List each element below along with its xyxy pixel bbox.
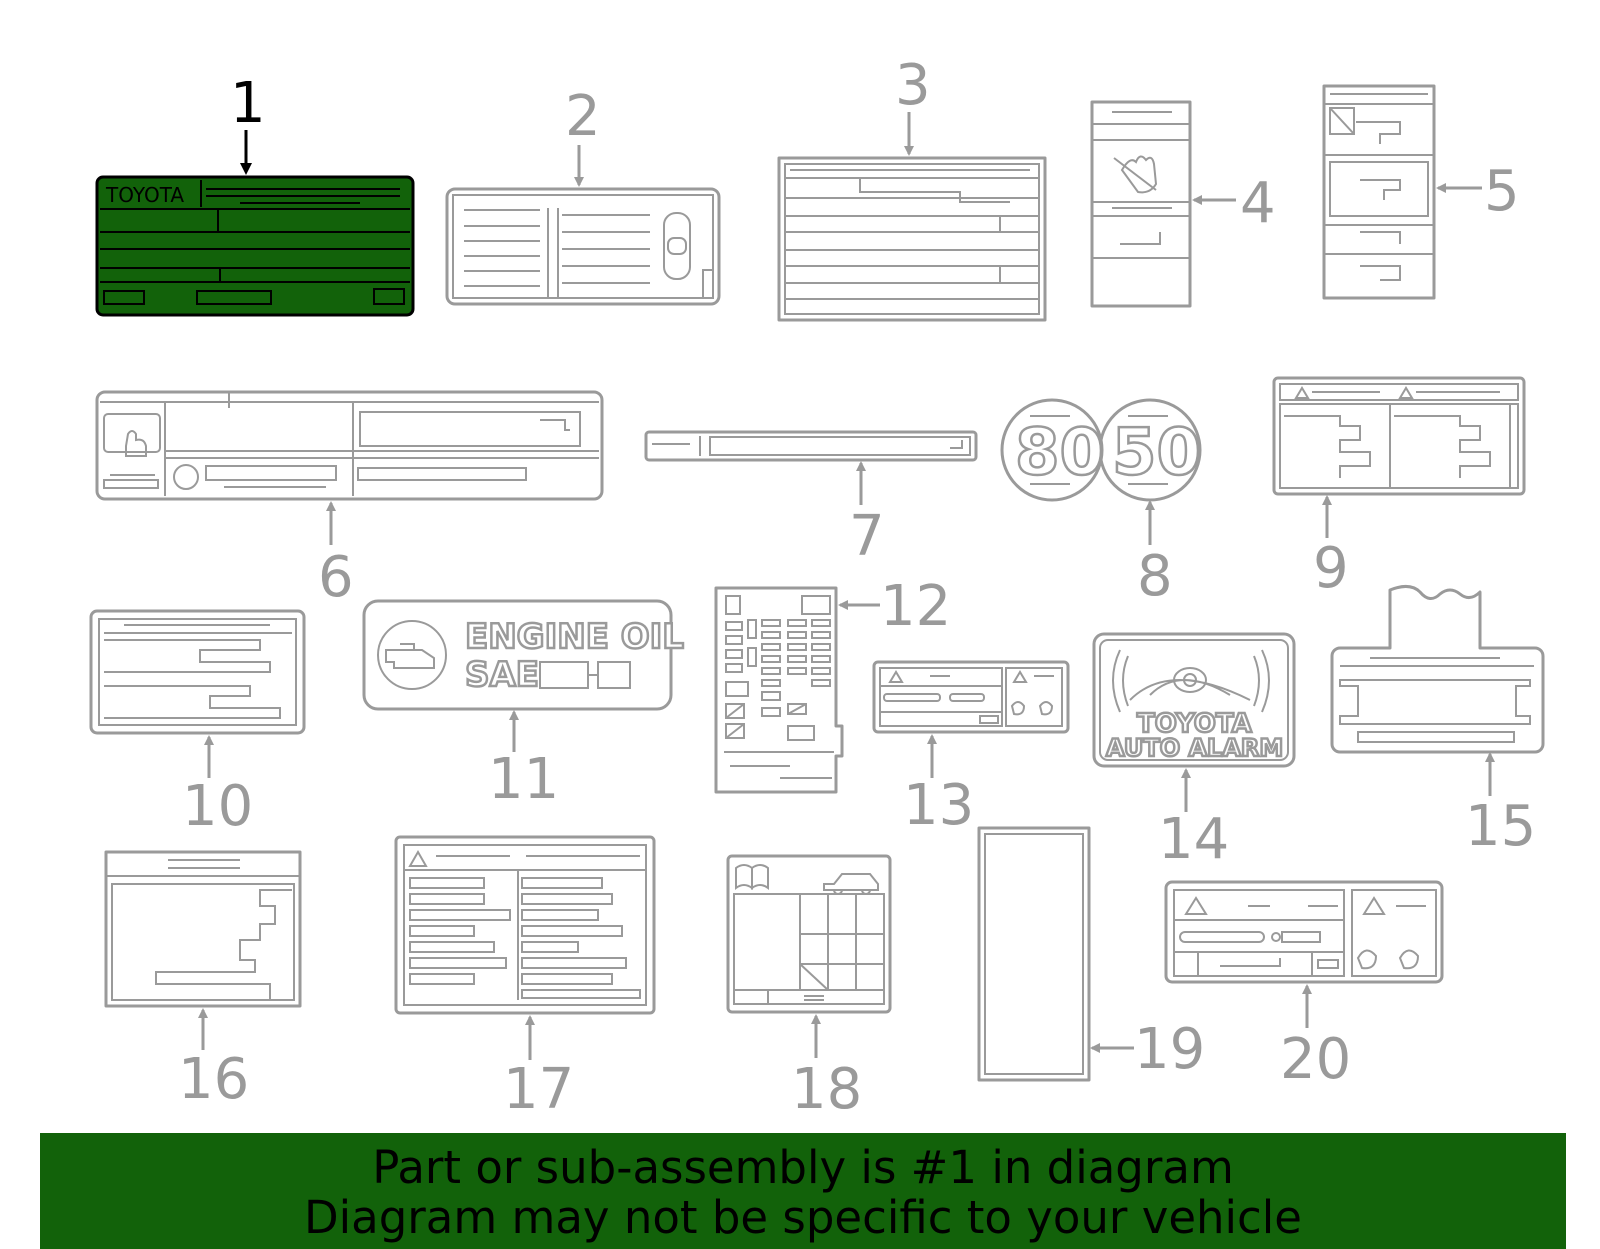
callout-6[interactable]: 6 [318,545,354,610]
car-icon [1129,679,1251,701]
oil-can-icon [385,643,435,669]
banner-line-2: Diagram may not be specific to your vehi… [304,1191,1302,1244]
label-part-1[interactable]: TOYOTA [95,175,415,317]
label-part-18[interactable] [726,854,892,1014]
label-part-4[interactable] [1090,100,1192,308]
callout-14[interactable]: 14 [1158,807,1229,872]
callout-11[interactable]: 11 [488,747,559,812]
callout-19[interactable]: 19 [1134,1017,1205,1082]
callout-18[interactable]: 18 [791,1057,862,1122]
callout-5[interactable]: 5 [1484,159,1520,224]
label-part-15[interactable] [1330,585,1545,754]
label-part-2[interactable] [445,187,721,306]
hand-icon [1120,155,1158,194]
engine-oil-text: ENGINE OIL [465,617,684,657]
auto-alarm-text: AUTO ALARM [1106,734,1283,762]
callout-13[interactable]: 13 [903,773,974,838]
label-part-5[interactable] [1322,84,1436,300]
callout-15[interactable]: 15 [1465,794,1536,859]
callout-17[interactable]: 17 [503,1057,574,1122]
callout-2[interactable]: 2 [565,84,601,149]
label-part-20[interactable] [1164,880,1444,984]
callout-12[interactable]: 12 [880,574,951,639]
label-part-19[interactable] [977,826,1091,1082]
label-part-10[interactable] [89,609,306,735]
label-part-11[interactable]: ENGINE OIL SAE [362,599,685,711]
info-banner: Part or sub-assembly is #1 in diagram Di… [40,1133,1566,1249]
car-icon-2 [823,873,879,895]
callout-9[interactable]: 9 [1313,536,1349,601]
speed-80-text: 80 [1015,416,1104,490]
label-part-7[interactable] [644,430,978,462]
callout-3[interactable]: 3 [895,53,931,118]
callout-8[interactable]: 8 [1137,544,1173,609]
label-part-6[interactable] [95,390,604,501]
book-icon [735,864,769,890]
callout-20[interactable]: 20 [1280,1027,1351,1092]
callout-4[interactable]: 4 [1240,171,1276,236]
callout-7[interactable]: 7 [849,504,885,569]
label-part-8[interactable]: 80 50 [1000,398,1202,502]
speed-50-text: 50 [1112,416,1201,490]
callout-10[interactable]: 10 [182,774,253,839]
toyota-alarm-text: TOYOTA [1137,709,1252,739]
hand-touch-icon [125,430,147,457]
callout-1[interactable]: 1 [230,71,266,136]
label-part-12[interactable] [714,586,844,794]
banner-line-1: Part or sub-assembly is #1 in diagram [372,1141,1234,1194]
toyota-text: TOYOTA [105,183,184,207]
label-part-9[interactable] [1272,376,1526,496]
label-part-13[interactable] [872,660,1070,734]
callout-16[interactable]: 16 [178,1047,249,1112]
label-part-3[interactable] [777,156,1047,322]
label-part-17[interactable] [394,835,656,1015]
sae-text: SAE [465,655,539,695]
label-part-16[interactable] [104,850,302,1008]
label-part-14[interactable]: TOYOTA AUTO ALARM [1092,632,1296,768]
